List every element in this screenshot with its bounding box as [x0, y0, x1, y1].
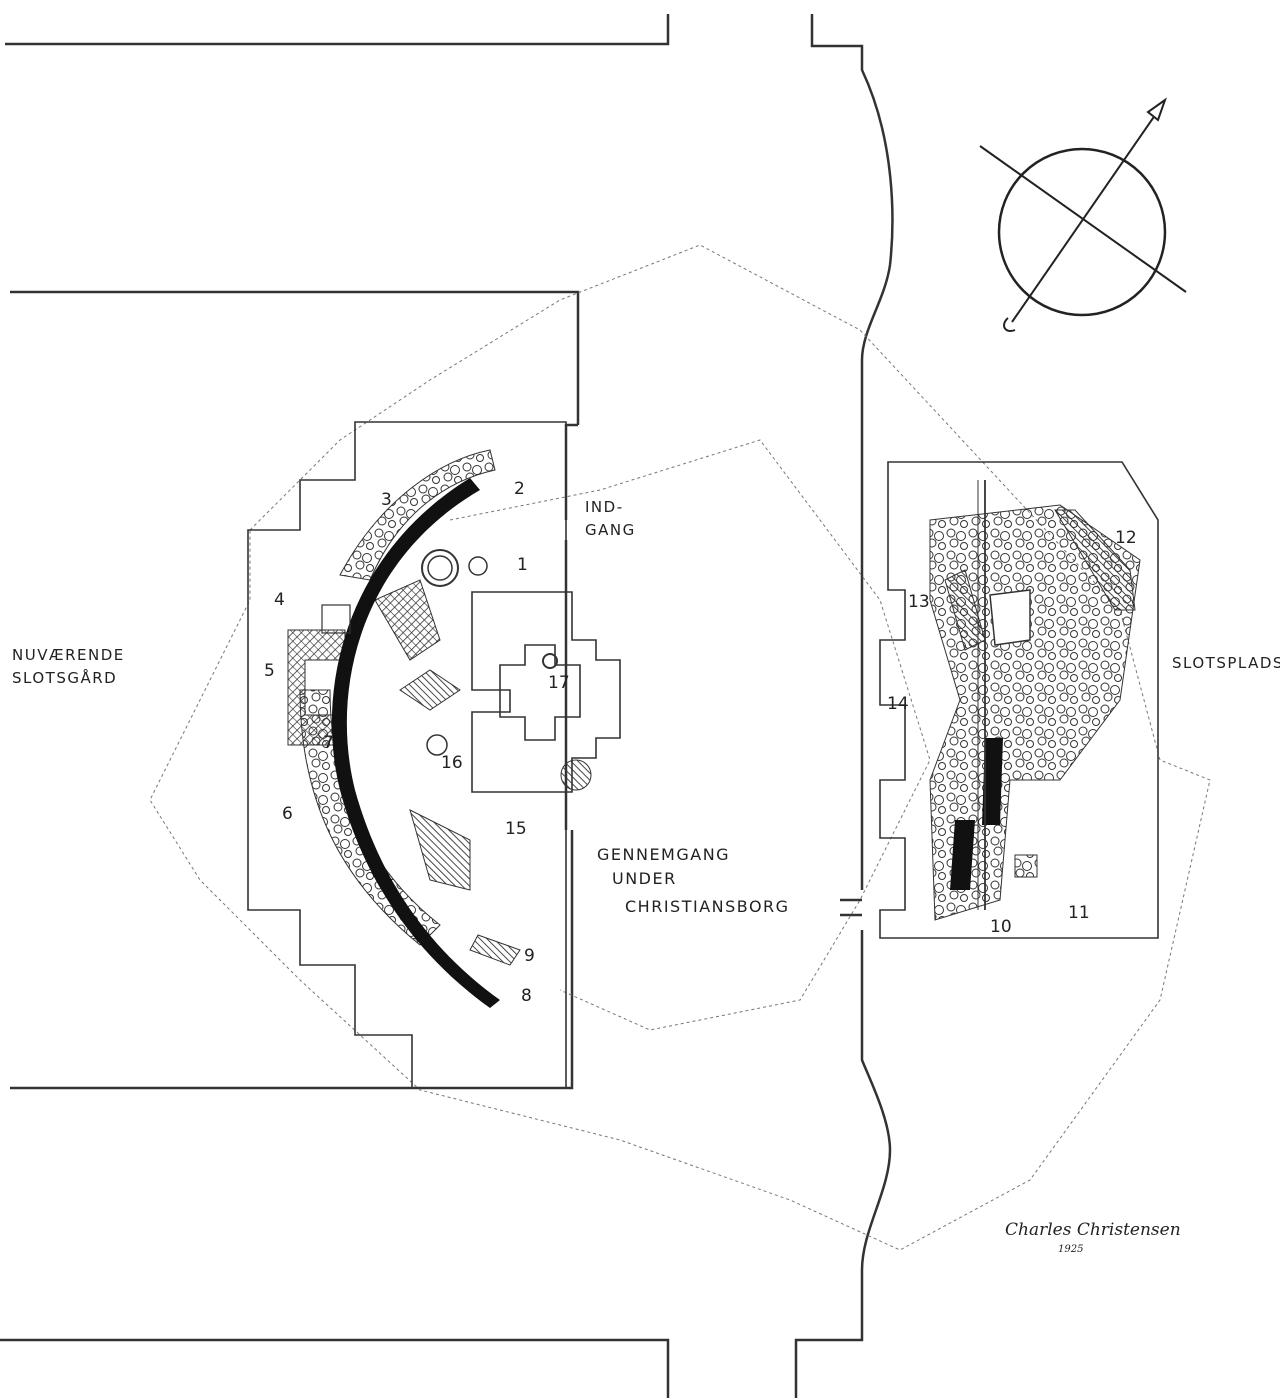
room-number: 4	[274, 590, 285, 610]
room-number: 12	[1115, 528, 1137, 548]
room-number: 5	[264, 661, 275, 681]
label-indgang-2: GANG	[585, 521, 636, 539]
room-number: 1	[517, 555, 528, 575]
west-excavation	[247, 421, 567, 1089]
room-number: 16	[441, 753, 463, 773]
room-number: 2	[514, 479, 525, 499]
label-christiansborg: CHRISTIANSBORG	[625, 897, 790, 916]
label-under: UNDER	[612, 869, 677, 888]
room-number: 8	[521, 986, 532, 1006]
label-indgang-1: IND-	[585, 498, 624, 516]
label-nuvaerende: NUVÆRENDE	[12, 646, 125, 664]
room-number: 6	[282, 804, 293, 824]
label-slotsgaard: SLOTSGÅRD	[12, 668, 117, 687]
room-number: 3	[381, 490, 392, 510]
room-number: 13	[908, 592, 930, 612]
label-slotsplads: SLOTSPLADS	[1172, 654, 1280, 672]
label-gennemgang: GENNEMGANG	[597, 845, 730, 864]
room-number: 11	[1068, 903, 1090, 923]
room-number: 17	[548, 673, 570, 693]
signature-name: Charles Christensen	[1005, 1220, 1181, 1240]
old-castle-traces	[149, 244, 1211, 1251]
room-number: 14	[887, 694, 909, 714]
room-number: 9	[524, 946, 535, 966]
room-numbers: 1 2 3 4 5 6 7 8 9 10 11 12 13 14 15 16 1…	[264, 479, 1137, 1006]
room-number: 10	[990, 917, 1012, 937]
christiansborg-outline	[0, 14, 894, 1398]
signature-year: 1925	[1058, 1244, 1083, 1255]
north-arrow-compass-icon	[979, 97, 1187, 332]
room-number: 7	[323, 733, 334, 753]
central-tower-foundation	[471, 591, 621, 793]
room-number: 15	[505, 819, 527, 839]
curved-ring-wall	[331, 478, 500, 1008]
east-excavation	[879, 461, 1159, 939]
